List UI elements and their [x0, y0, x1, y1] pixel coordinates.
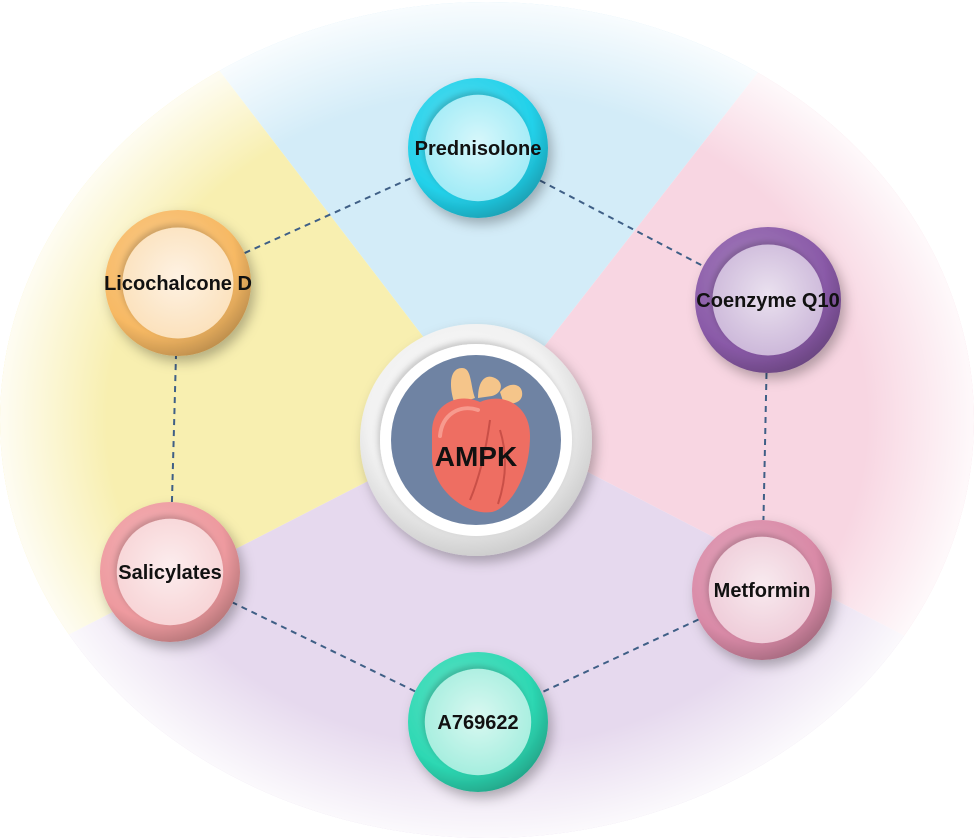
node-core [116, 518, 224, 626]
node-label-coenzyme-q10: Coenzyme Q10 [696, 290, 839, 312]
node-label-metformin: Metformin [714, 580, 811, 602]
center-node: AMPK [360, 324, 592, 556]
node-label-a769622: A769622 [437, 712, 518, 734]
node-coenzyme-q10: Coenzyme Q10 [695, 227, 841, 373]
dashed-connectors [170, 175, 768, 694]
connector-salicylates-licochalcone-d [170, 355, 177, 503]
node-core [708, 536, 816, 644]
connector-licochalcone-d-prednisolone [244, 175, 415, 254]
node-label-licochalcone-d: Licochalcone D [104, 273, 252, 295]
node-core [424, 94, 532, 202]
node-a769622: A769622 [408, 652, 548, 792]
connector-metformin-a769622 [541, 618, 699, 694]
heart-icon [432, 368, 530, 513]
node-label-prednisolone: Prednisolone [415, 138, 542, 160]
node-label-salicylates: Salicylates [118, 562, 221, 584]
node-salicylates: Salicylates [100, 502, 240, 642]
node-licochalcone-d: Licochalcone D [104, 210, 252, 356]
node-metformin: Metformin [692, 520, 832, 660]
node-core [122, 227, 234, 339]
node-core [712, 244, 824, 356]
center-label: AMPK [435, 441, 517, 472]
connector-a769622-salicylates [232, 601, 416, 693]
node-core [424, 668, 532, 776]
connector-prednisolone-coenzyme-q10 [539, 179, 704, 267]
node-prednisolone: Prednisolone [408, 78, 548, 218]
connector-coenzyme-q10-metformin [762, 372, 768, 521]
